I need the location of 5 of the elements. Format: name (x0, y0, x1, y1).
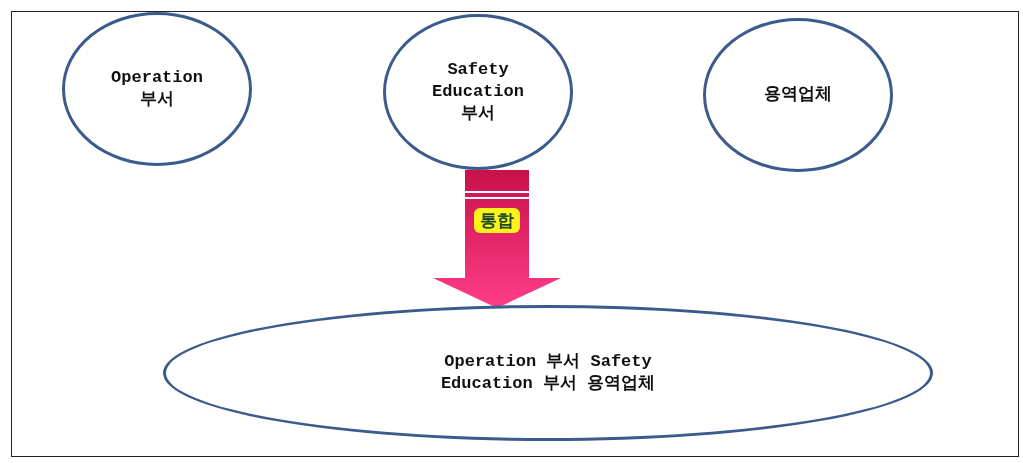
node-label: Operation 부서 Safety Education 부서 용역업체 (439, 351, 657, 395)
node-label: Safety Education 부서 (431, 59, 525, 125)
edge-label: 통합 (474, 208, 520, 233)
node-label: Operation 부서 (110, 67, 204, 111)
node-label: 용역업체 (764, 84, 832, 106)
